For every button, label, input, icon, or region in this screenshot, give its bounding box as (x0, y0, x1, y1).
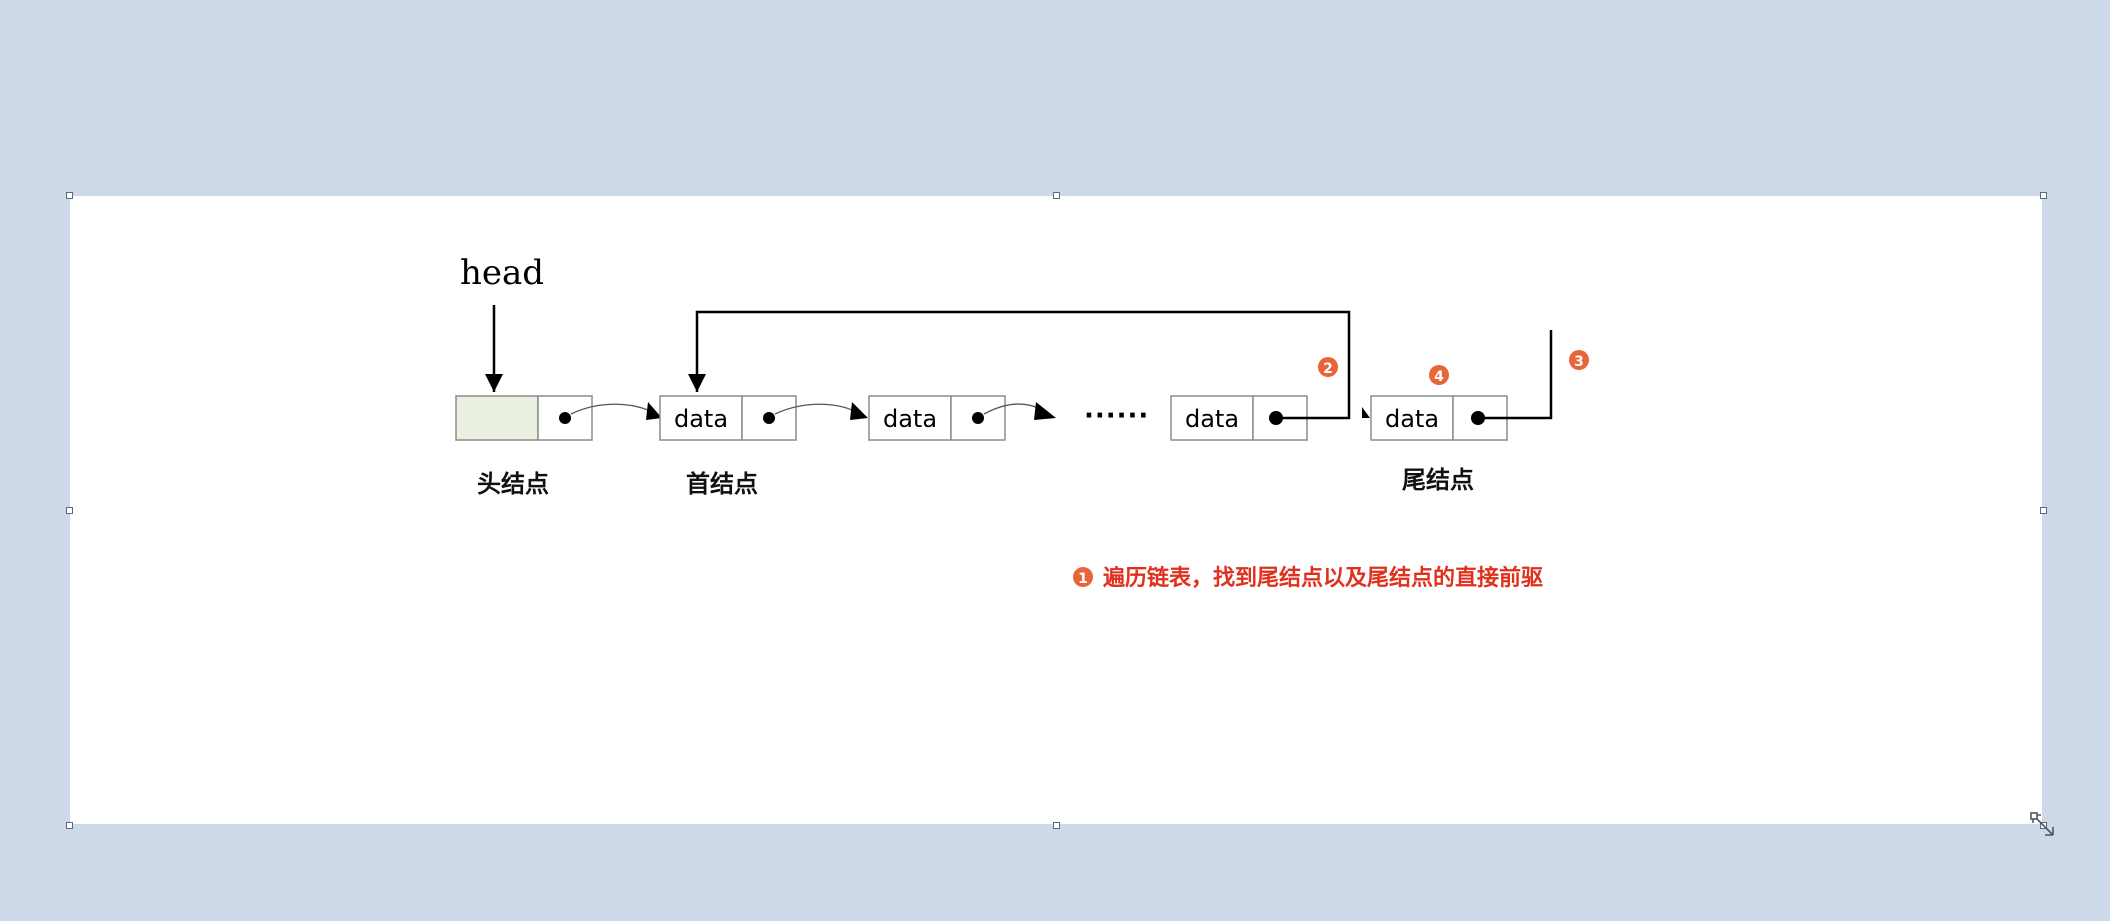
link-arrowhead-3 (1034, 402, 1056, 420)
handle-bottom-middle[interactable] (1053, 822, 1060, 829)
handle-middle-left[interactable] (66, 507, 73, 514)
handle-top-left[interactable] (66, 192, 73, 199)
handle-top-middle[interactable] (1053, 192, 1060, 199)
step-note: 1 遍历链表，找到尾结点以及尾结点的直接前驱 (1073, 565, 1543, 591)
link-arrowhead-2 (850, 402, 868, 420)
tail-next-pointer (1478, 330, 1553, 420)
predecessor-node: data (1170, 395, 1308, 441)
head-label: head (460, 253, 544, 293)
first-node-data-text: data (674, 405, 728, 433)
svg-text:4: 4 (1434, 369, 1444, 385)
svg-text:1: 1 (1078, 571, 1088, 587)
head-node-data-cell (455, 395, 539, 441)
head-node (455, 395, 593, 441)
predecessor-to-first-link (688, 310, 1351, 420)
second-node: data (868, 395, 1006, 441)
tail-node-data-text: data (1385, 405, 1439, 433)
tail-incoming-arrowhead (1362, 407, 1370, 418)
step-note-badge (1073, 567, 1093, 587)
step-badge-3: 3 (1569, 350, 1589, 370)
tail-node-caption: 尾结点 (1402, 466, 1474, 494)
head-node-caption: 头结点 (477, 470, 549, 498)
link-arrowhead-1 (646, 402, 662, 420)
first-node-caption: 首结点 (686, 470, 758, 498)
step-badge-2: 2 (1318, 357, 1338, 377)
ellipsis: ······ (1084, 401, 1149, 431)
step-badge-4: 4 (1429, 365, 1449, 385)
step-note-text: 遍历链表，找到尾结点以及尾结点的直接前驱 (1103, 565, 1543, 591)
diagram-canvas (70, 196, 2042, 824)
svg-text:2: 2 (1323, 361, 1333, 377)
handle-bottom-left[interactable] (66, 822, 73, 829)
handle-middle-right[interactable] (2040, 507, 2047, 514)
first-node: data (659, 395, 797, 441)
resize-grip-icon[interactable] (2030, 812, 2056, 838)
second-node-data-text: data (883, 405, 937, 433)
head-node-pointer-dot (559, 412, 571, 424)
handle-top-right[interactable] (2040, 192, 2047, 199)
predecessor-node-data-text: data (1185, 405, 1239, 433)
svg-text:3: 3 (1574, 354, 1584, 370)
